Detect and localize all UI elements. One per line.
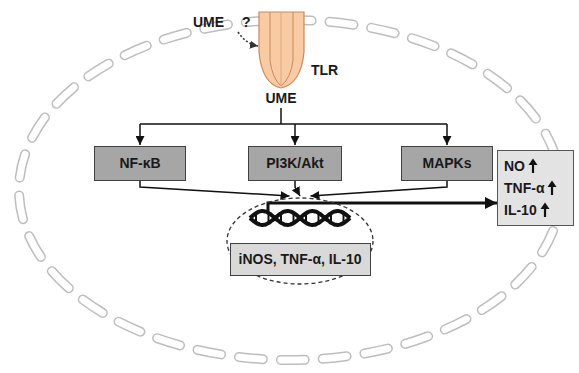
dna-strand [250,211,350,225]
output-row: IL-10 [504,199,567,221]
label-text: UME [193,14,224,31]
transcription-stem [268,203,375,214]
node-text: NF-κB [119,155,160,172]
nucleus: iNOS, TNF-α, IL-10 [225,196,375,286]
dna-helix [250,211,350,225]
pathway-box: PI3K/Akt [248,146,342,181]
pathway-box: MAPKs [401,146,493,181]
output-text: NO [504,158,525,175]
dna-rung [343,213,345,223]
tlr-receptor [259,12,304,88]
increase-arrow [547,180,557,196]
signal-arrow [295,181,300,196]
branch-lines [140,108,447,145]
output-row: NO [504,155,567,177]
node-text: PI3K/Akt [266,155,324,172]
signal-arrow [140,181,290,196]
dna-rung [255,213,257,223]
dna-strand [250,211,350,225]
node-text: MAPKs [422,155,471,172]
label-text: ? [242,14,251,31]
dna-rung [318,213,320,223]
signal-arrow [375,202,497,205]
dna-rung [293,213,295,223]
dna-rung [268,213,270,223]
increase-arrow [540,202,550,218]
output-row: TNF-α [504,177,567,199]
dna-rung [330,213,332,223]
output-text: IL-10 [504,202,537,219]
increase-arrow [528,158,538,174]
dna-rung [305,213,307,223]
output-box: NO TNF-αIL-10 [497,150,574,226]
signal-arrow [311,181,448,196]
output-text: TNF-α [504,180,544,197]
gene-box: iNOS, TNF-α, IL-10 [230,243,371,276]
label-text: TLR [311,62,338,79]
pathway-box: NF-κB [94,146,186,181]
label-text: UME [265,90,296,107]
binding-arrow [238,32,258,46]
dna-rung [280,213,282,223]
nucleus-ellipse [227,198,373,284]
